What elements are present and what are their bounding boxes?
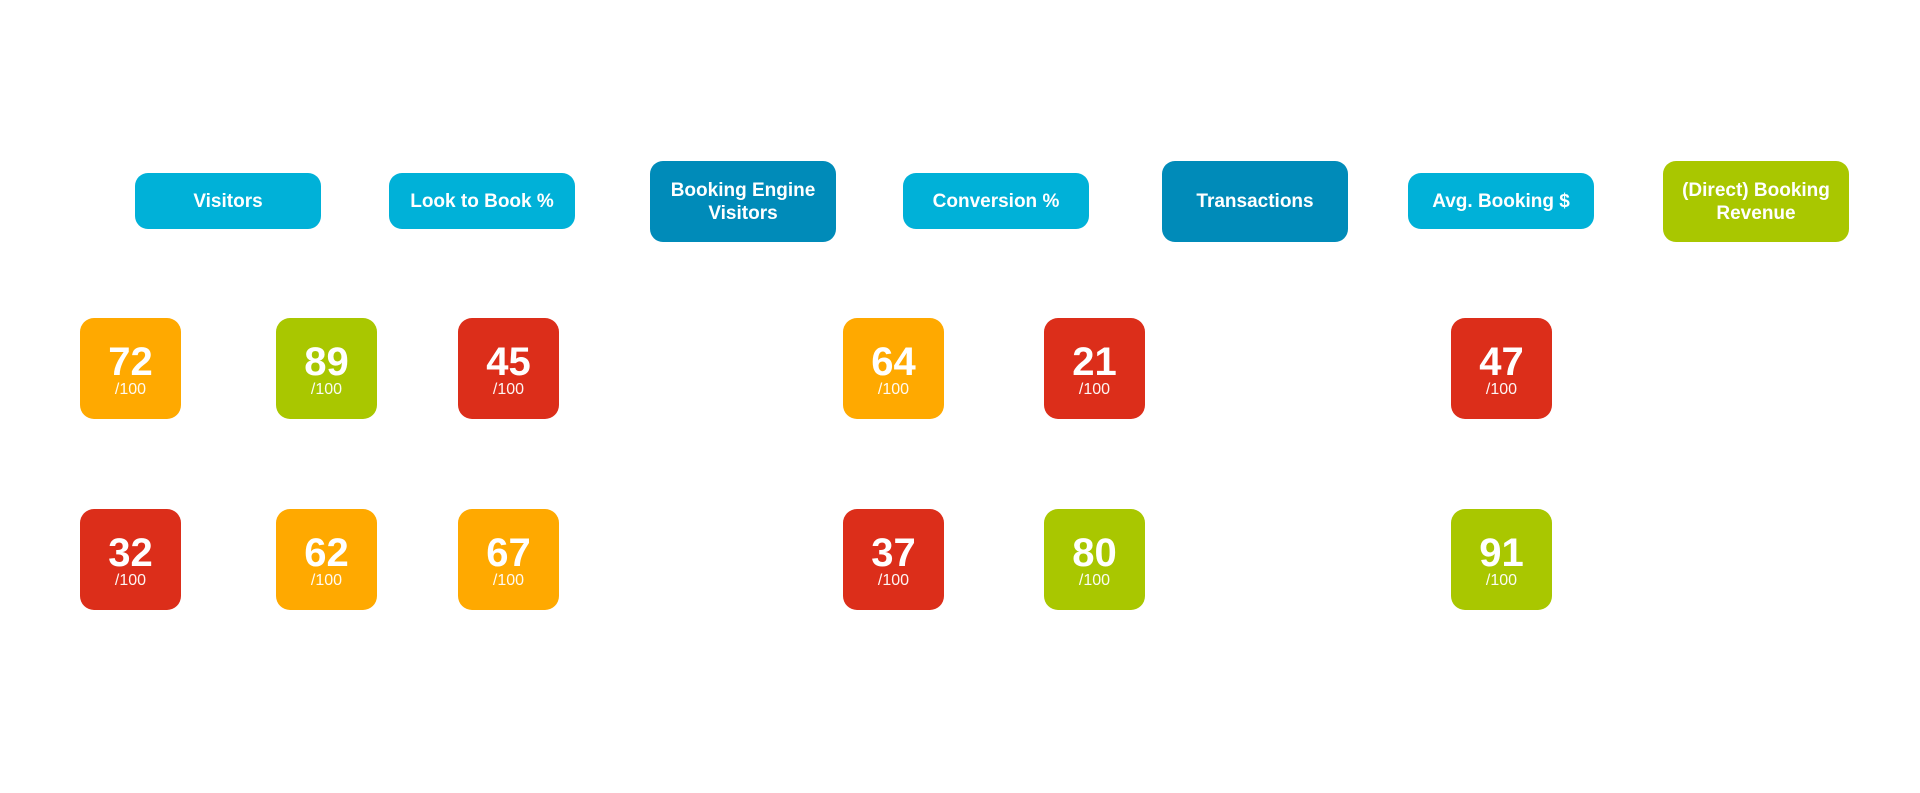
score-value: 45 xyxy=(486,339,531,384)
score-tile: 21 /100 xyxy=(1044,318,1145,419)
score-max: /100 xyxy=(492,380,525,398)
header-direct-booking-revenue[interactable]: (Direct) Booking Revenue xyxy=(1663,161,1849,242)
score-tile: 72 /100 xyxy=(80,318,181,419)
score-max: /100 xyxy=(1078,571,1111,589)
score-max: /100 xyxy=(1078,380,1111,398)
header-label: Visitors xyxy=(193,190,263,212)
score-max: /100 xyxy=(1485,571,1518,589)
header-avg-booking[interactable]: Avg. Booking $ xyxy=(1408,173,1594,229)
header-label: Transactions xyxy=(1196,191,1314,212)
score-tile: 89 /100 xyxy=(276,318,377,419)
score-tile: 62 /100 xyxy=(276,509,377,610)
score-tile: 47 /100 xyxy=(1451,318,1552,419)
score-value: 89 xyxy=(304,339,349,384)
score-value: 64 xyxy=(871,339,916,384)
score-max: /100 xyxy=(877,380,910,398)
header-label: Look to Book % xyxy=(410,190,554,212)
header-visitors[interactable]: Visitors xyxy=(135,173,321,229)
score-value: 72 xyxy=(108,339,153,384)
score-max: /100 xyxy=(114,571,147,589)
score-value: 67 xyxy=(486,530,531,575)
score-max: /100 xyxy=(492,571,525,589)
score-tile: 32 /100 xyxy=(80,509,181,610)
score-max: /100 xyxy=(310,380,343,398)
score-value: 47 xyxy=(1479,339,1524,384)
header-conversion[interactable]: Conversion % xyxy=(903,173,1089,229)
header-label: (Direct) Booking Revenue xyxy=(1682,179,1830,224)
score-value: 80 xyxy=(1072,530,1117,575)
score-tile: 91 /100 xyxy=(1451,509,1552,610)
header-label: Conversion % xyxy=(932,190,1060,212)
score-max: /100 xyxy=(114,380,147,398)
score-max: /100 xyxy=(310,571,343,589)
score-value: 37 xyxy=(871,530,916,575)
score-max: /100 xyxy=(877,571,910,589)
header-label: Booking Engine Visitors xyxy=(670,179,816,224)
header-booking-engine-visitors[interactable]: Booking Engine Visitors xyxy=(650,161,836,242)
score-value: 91 xyxy=(1479,530,1524,575)
score-tile: 37 /100 xyxy=(843,509,944,610)
header-label: Avg. Booking $ xyxy=(1432,190,1570,212)
score-value: 32 xyxy=(108,530,153,575)
header-transactions[interactable]: Transactions xyxy=(1162,161,1348,242)
score-tile: 64 /100 xyxy=(843,318,944,419)
score-value: 21 xyxy=(1072,339,1117,384)
score-value: 62 xyxy=(304,530,349,575)
score-tile: 80 /100 xyxy=(1044,509,1145,610)
score-max: /100 xyxy=(1485,380,1518,398)
score-tile: 45 /100 xyxy=(458,318,559,419)
header-look-to-book[interactable]: Look to Book % xyxy=(389,173,575,229)
score-tile: 67 /100 xyxy=(458,509,559,610)
